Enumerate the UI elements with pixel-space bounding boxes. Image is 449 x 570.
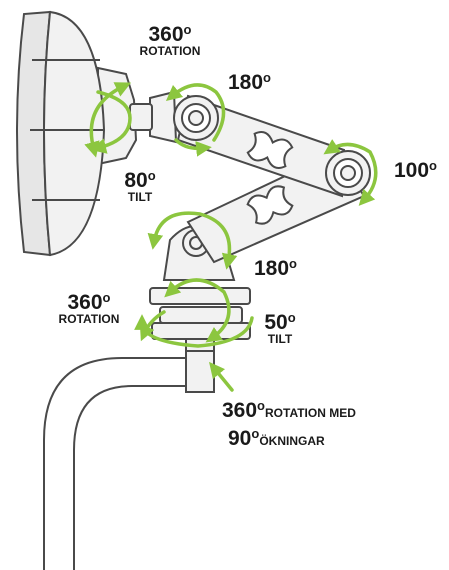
base-tilt-caption: TILT <box>267 332 293 346</box>
degree-symbol: o <box>263 70 271 85</box>
head-dish <box>16 10 106 257</box>
mount-steps-caption: ÖKNINGAR <box>259 434 325 448</box>
base-rotation-caption: ROTATION <box>58 312 120 326</box>
degree-symbol: o <box>257 398 265 413</box>
head-swivel <box>97 66 153 166</box>
elbow-joint-label: 100o <box>394 158 437 182</box>
upper-joint-label: 180o <box>228 70 271 94</box>
lower-joint-arrow <box>147 211 238 270</box>
lower-joint-label: 180o <box>254 256 297 280</box>
base-rotation-arrow-2 <box>139 310 166 342</box>
upper-joint-arrow <box>165 83 226 142</box>
head-tilt-value: 80 <box>124 169 148 192</box>
degree-symbol: o <box>429 158 437 173</box>
base-rotation-value: 360 <box>67 291 103 314</box>
head-tilt-label: 80o TILT <box>118 168 162 204</box>
elbow-joint <box>325 150 371 196</box>
mount-steps-label: 90oÖKNINGAR <box>228 426 325 450</box>
head-rotation-caption: ROTATION <box>139 44 201 58</box>
lower-joint-value: 180 <box>254 257 290 280</box>
head-rotation-label: 360o ROTATION <box>136 22 204 58</box>
mount-rotation-label: 360oROTATION MED <box>222 398 356 422</box>
elbow-arrow <box>323 139 378 206</box>
degree-symbol: o <box>102 290 111 305</box>
degree-symbol: o <box>287 310 296 325</box>
mount-steps-value: 90 <box>228 427 252 450</box>
head-tilt-arrow <box>84 82 132 158</box>
base-tilt-label: 50o TILT <box>258 310 302 346</box>
base-tilt-value: 50 <box>264 311 288 334</box>
degree-symbol: o <box>183 22 192 37</box>
upper-joint <box>149 90 219 144</box>
mount-rotation-value: 360 <box>222 399 258 422</box>
head-rotation-value: 360 <box>148 23 184 46</box>
degree-symbol: o <box>147 168 156 183</box>
support-pole <box>43 349 215 570</box>
degree-symbol: o <box>251 426 260 441</box>
elbow-joint-value: 100 <box>394 159 430 182</box>
head-tilt-caption: TILT <box>127 190 153 204</box>
rotation-arrows <box>84 82 378 392</box>
base-tilt-arrow <box>164 278 231 343</box>
upper-joint-value: 180 <box>228 71 264 94</box>
upper-joint-arrow-2 <box>174 138 212 157</box>
degree-symbol: o <box>289 256 297 271</box>
base-rotation-label: 360o ROTATION <box>46 290 132 326</box>
mount-rotation-arrow <box>209 361 234 392</box>
mount-rotation-caption: ROTATION MED <box>265 406 356 420</box>
